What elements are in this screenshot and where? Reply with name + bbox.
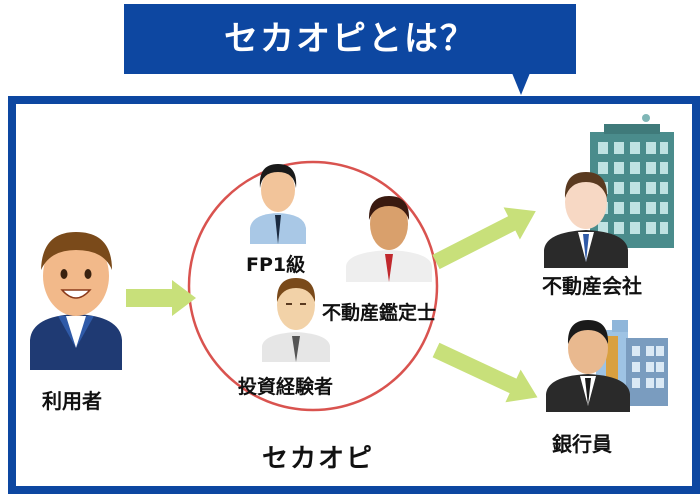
group-circle — [187, 160, 439, 412]
appraiser-expert-icon — [346, 196, 432, 282]
title-banner: セカオピとは？ — [124, 4, 576, 74]
bank-label: 銀行員 — [552, 432, 612, 456]
user-label: 利用者 — [42, 389, 102, 413]
office-building-icon — [590, 114, 674, 248]
arrow-to-realestate — [432, 207, 536, 270]
arrow-user-to-group — [126, 280, 196, 316]
appraiser-expert-label: 不動産鑑定士 — [322, 302, 437, 324]
realestate-person-icon — [544, 172, 628, 268]
diagram-frame — [8, 96, 700, 494]
arrow-to-bank — [432, 342, 538, 403]
investor-expert-label: 投資経験者 — [238, 376, 334, 398]
investor-expert-icon — [262, 278, 330, 362]
fp-expert-icon — [250, 164, 306, 244]
bank-person-icon — [546, 320, 630, 412]
speech-bubble-tail — [512, 73, 530, 95]
user-person-icon — [30, 232, 122, 370]
page-title: セカオピとは？ — [224, 19, 476, 59]
fp-expert-label: FP1級 — [246, 254, 306, 276]
realestate-label: 不動産会社 — [542, 274, 642, 298]
group-label: セカオピ — [262, 444, 375, 474]
